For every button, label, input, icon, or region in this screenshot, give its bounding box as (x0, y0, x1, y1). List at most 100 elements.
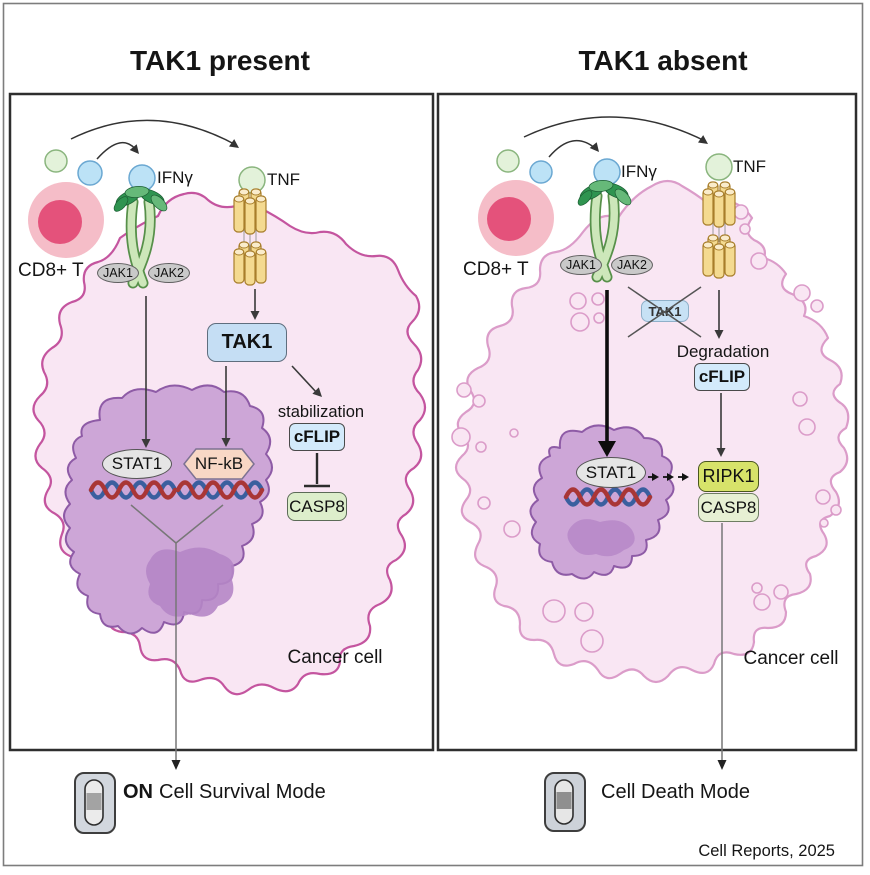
credit-label: Cell Reports, 2025 (698, 842, 835, 860)
right-panel-box (436, 92, 858, 752)
left-signal-arrows (145, 289, 318, 440)
right-casp8-box: CASP8 (698, 493, 759, 522)
right-nucleolus (567, 519, 635, 557)
left-tnf-receptor (233, 188, 267, 286)
left-cd8-t-cell (28, 149, 104, 258)
right-ifng-receptor (577, 180, 632, 283)
receptor-leaf (588, 180, 614, 192)
stat1-label: STAT1 (111, 454, 163, 473)
ifng-granule (529, 160, 553, 184)
left-nucleus-shape (63, 384, 273, 635)
right-cflip-box: cFLIP (694, 363, 750, 391)
left-casp8-box: CASP8 (287, 492, 347, 521)
tak1-label: TAK1 (221, 331, 273, 353)
stat1-arrowhead (141, 439, 151, 448)
receptor-leaf (113, 196, 129, 212)
left-ifng-label: IFNγ (157, 168, 193, 187)
survival-switch-icon (74, 772, 116, 834)
jak2-label: JAK2 (617, 258, 647, 272)
outer-frame (2, 2, 864, 867)
cflip-arrowhead (312, 387, 322, 397)
right-tak1-crossed-box: TAK1 (641, 300, 689, 322)
death-arrowhead (717, 760, 727, 770)
right-cd8-t-cell (478, 149, 554, 256)
tnf-granule (496, 149, 520, 173)
jak2-label: JAK2 (154, 266, 184, 280)
tnf-granule (44, 149, 68, 173)
stat1-label: STAT1 (585, 462, 637, 482)
left-jak2-badge: JAK2 (148, 263, 190, 283)
right-big-arc-arrowhead (698, 135, 708, 144)
survival-mode-label: ON Cell Survival Mode (123, 782, 326, 803)
right-ifng-label: IFNγ (621, 162, 657, 181)
tnf-bundle-upper (233, 188, 267, 235)
death-mode-label: Cell Death Mode (601, 781, 750, 803)
ripk1-box: RIPK1 (698, 461, 759, 492)
stat1-thick-arrowhead (598, 441, 616, 457)
left-big-arc-arrowhead (229, 139, 239, 148)
left-small-arc-arrowhead (129, 144, 139, 154)
degradation-arrowhead (714, 330, 724, 339)
left-nucleolus (146, 547, 235, 617)
left-tnf-label: TNF (267, 170, 301, 189)
receptor-leaf (614, 188, 632, 206)
left-tak1-box: TAK1 (207, 323, 287, 362)
t-cell-nucleus (487, 197, 531, 241)
tnf-bundle-lower (233, 241, 267, 286)
chevron-arrowhead (682, 473, 689, 481)
left-cd8-label: CD8+ T (18, 260, 84, 281)
chevron-arrowhead (667, 473, 674, 481)
right-tnf-receptor (702, 181, 736, 279)
right-tnf-label: TNF (733, 157, 767, 176)
tnf-bundle-lower (702, 234, 736, 279)
cflip-inhibits-casp8 (304, 453, 330, 488)
left-stat1-badge: STAT1 (102, 449, 172, 479)
tnf-bundle-upper (702, 181, 736, 228)
left-dna-helix (88, 480, 265, 500)
left-cancer-cell-label: Cancer cell (287, 647, 383, 668)
cflip-label: cFLIP (698, 367, 746, 386)
ripk1-label: RIPK1 (702, 466, 755, 486)
on-label: ON (123, 781, 153, 803)
cflip-label: cFLIP (293, 427, 341, 446)
left-secretion-arcs (70, 119, 237, 160)
right-secretion-arcs (523, 116, 706, 158)
tak1-to-cflip-line (291, 365, 318, 394)
receptor-leaf (124, 186, 150, 198)
right-big-arc (523, 116, 706, 142)
jak1-label: JAK1 (103, 266, 133, 280)
casp8-label: CASP8 (700, 497, 757, 517)
ifng-granule (77, 160, 103, 186)
right-cd8-label: CD8+ T (463, 259, 529, 280)
right-small-arc-arrowhead (589, 142, 599, 152)
right-jak1-badge: JAK1 (560, 255, 602, 275)
left-output-lines (130, 504, 224, 761)
t-cell-nucleus (38, 200, 82, 244)
right-jak2-badge: JAK2 (611, 255, 653, 275)
right-dna-helix (563, 487, 653, 507)
right-panel-title: TAK1 absent (578, 45, 748, 76)
right-stat1-badge: STAT1 (576, 457, 646, 488)
casp8-label: CASP8 (289, 496, 345, 516)
degradation-label: Degradation (676, 342, 770, 361)
survival-text: Cell Survival Mode (159, 781, 326, 803)
nfkb-arrowhead (221, 438, 231, 447)
stabilization-label: stabilization (277, 403, 365, 421)
left-panel-title: TAK1 present (130, 45, 310, 76)
nfkb-hexagon (183, 448, 255, 480)
chevron-arrowhead (652, 473, 659, 481)
receptor-leaf (577, 190, 593, 206)
left-small-arc (96, 142, 138, 160)
left-cflip-box: cFLIP (289, 423, 345, 451)
left-jak1-badge: JAK1 (97, 263, 139, 283)
left-panel-box (8, 92, 435, 752)
death-switch-icon (544, 772, 586, 832)
jak1-label: JAK1 (566, 258, 596, 272)
tak1-label: TAK1 (648, 303, 682, 319)
right-small-arc (548, 140, 597, 158)
receptor-leaf (150, 194, 168, 212)
left-big-arc (70, 119, 237, 146)
tak1-arrowhead (250, 311, 260, 320)
ripk1-arrowhead (716, 448, 726, 457)
